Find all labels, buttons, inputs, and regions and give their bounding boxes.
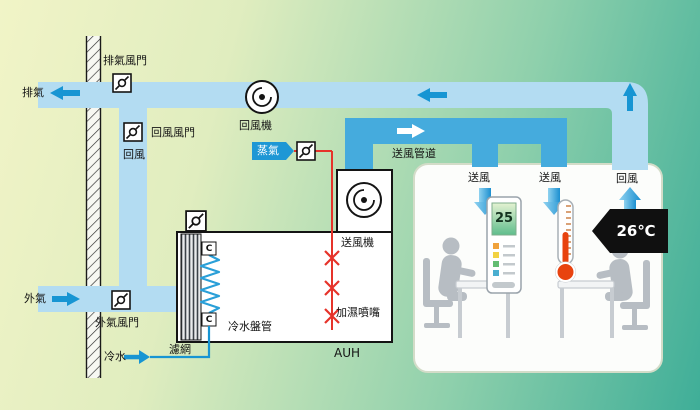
label-outside-air-damper: 外氣風門 <box>95 316 139 329</box>
desk-right <box>557 280 615 289</box>
flow-arrow-outside-air-icon <box>52 292 80 306</box>
thermostat <box>486 196 522 294</box>
chilled-water-arrow-icon <box>139 350 150 364</box>
label-humidifier-nozzle: 加濕噴嘴 <box>336 306 380 319</box>
flow-arrow-riser-up-icon <box>623 83 637 111</box>
label-outside-air: 外氣 <box>24 292 46 305</box>
flow-arrow-return-icon <box>417 88 447 102</box>
label-steam: 蒸氣 <box>257 144 279 157</box>
label-ahu: AUH <box>334 346 361 360</box>
label-return-damper: 回風風門 <box>151 126 195 139</box>
label-return-fan: 回風機 <box>239 119 272 132</box>
workstation-right <box>557 241 650 338</box>
return-fan-icon <box>245 80 279 114</box>
coil-port-top: C <box>205 244 213 254</box>
room-temperature-value: 26℃ <box>616 222 656 240</box>
return-damper-icon <box>123 122 143 142</box>
label-chilled-water: 冷水 <box>104 350 126 363</box>
label-filter: 濾網 <box>169 343 191 356</box>
flow-arrow-supply-icon <box>397 124 425 138</box>
label-exhaust-damper: 排氣風門 <box>103 54 147 67</box>
flow-arrow-exhaust-icon <box>50 86 80 100</box>
label-supply-fan: 送風機 <box>341 236 374 249</box>
label-room-return-air: 回風 <box>616 172 638 185</box>
coil-port-bottom: C <box>205 315 213 325</box>
thermometer-icon <box>555 199 576 283</box>
label-supply-air-1: 送風 <box>468 171 490 184</box>
label-supply-air-2: 送風 <box>539 171 561 184</box>
conditioned-room <box>413 163 663 373</box>
chilled-water-pipe <box>124 326 211 364</box>
filter-element <box>180 233 202 341</box>
outside-air-damper-icon <box>111 290 131 310</box>
mixing-outside-air-duct <box>38 106 178 312</box>
label-return-air: 回風 <box>123 148 145 161</box>
steam-valve-icon <box>296 141 316 161</box>
return-exhaust-duct <box>38 82 648 170</box>
thermostat-value: 25 <box>494 211 514 226</box>
steam-tag <box>252 142 294 160</box>
supply-fan-icon <box>346 182 382 218</box>
label-cooling-coil: 冷水盤管 <box>228 320 272 333</box>
ahu-inlet-damper-icon <box>185 210 207 232</box>
exhaust-damper-icon <box>112 73 132 93</box>
thermostat-display <box>491 202 517 236</box>
label-supply-duct: 送風管道 <box>392 147 436 160</box>
humidifier-nozzles-icon <box>324 250 340 324</box>
label-exhaust: 排氣 <box>22 86 44 99</box>
temperature-banner <box>592 209 668 253</box>
person-left-head <box>442 237 460 255</box>
